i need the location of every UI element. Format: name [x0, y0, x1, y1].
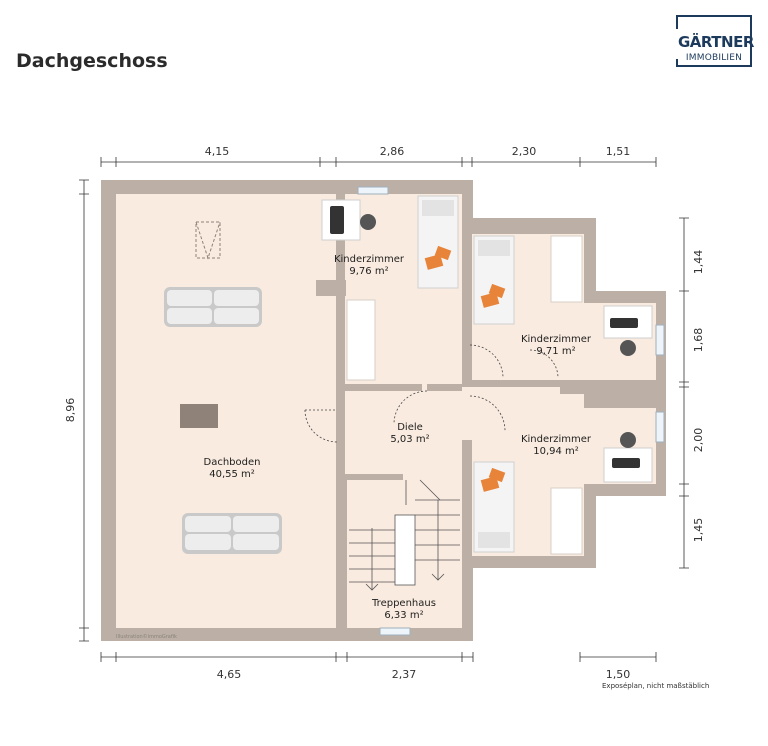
- roof-hatch: [195, 221, 221, 260]
- dim-right-4: 1,45: [692, 518, 705, 543]
- brand-logo: GÄRTNER IMMOBILIEN: [676, 15, 754, 67]
- room-label-diele: Diele: [397, 422, 423, 433]
- footnote: Exposéplan, nicht maßstäblich: [602, 682, 710, 690]
- dimension-lines: [79, 157, 689, 662]
- dim-top-2: 2,86: [380, 145, 405, 158]
- windows: [357, 186, 665, 636]
- page-title: Dachgeschoss: [16, 50, 168, 72]
- dim-top-1: 4,15: [205, 145, 230, 158]
- room-label-treppenhaus: Treppenhaus: [371, 598, 436, 609]
- dim-bottom-1: 4,65: [217, 668, 242, 681]
- logo-name: GÄRTNER: [678, 33, 754, 51]
- beds: [417, 195, 515, 553]
- room-area-kinderzimmer-3: 10,94 m²: [533, 446, 579, 457]
- logo-subtitle: IMMOBILIEN: [685, 53, 743, 63]
- dim-right-3: 2,00: [692, 428, 705, 453]
- desks: [321, 199, 653, 483]
- dim-bottom-3: 1,50: [606, 668, 631, 681]
- room-area-treppenhaus: 6,33 m²: [384, 610, 423, 621]
- chimney: [180, 404, 218, 428]
- room-area-kinderzimmer-2: 9,71 m²: [536, 346, 575, 357]
- room-label-kinderzimmer-2: Kinderzimmer: [521, 334, 592, 345]
- room-area-kinderzimmer-1: 9,76 m²: [349, 266, 388, 277]
- room-label-kinderzimmer-1: Kinderzimmer: [334, 254, 405, 265]
- room-area-dachboden: 40,55 m²: [209, 469, 255, 480]
- wardrobes: [346, 235, 583, 555]
- door-swings: [304, 344, 559, 443]
- interior-walls: [316, 194, 666, 628]
- illustration-credit: Illustration©immoGrafik: [116, 633, 177, 640]
- room-label-kinderzimmer-3: Kinderzimmer: [521, 434, 592, 445]
- dim-right-2: 1,68: [692, 328, 705, 353]
- sofa-top: [164, 287, 262, 327]
- dim-left: 8,96: [64, 398, 77, 423]
- dim-top-4: 1,51: [606, 145, 631, 158]
- sofa-bottom: [182, 513, 282, 554]
- dim-bottom-2: 2,37: [392, 668, 417, 681]
- room-label-dachboden: Dachboden: [204, 457, 261, 468]
- dim-top-3: 2,30: [512, 145, 537, 158]
- room-area-diele: 5,03 m²: [390, 434, 429, 445]
- pillows: [424, 245, 506, 492]
- dim-right-1: 1,44: [692, 250, 705, 275]
- staircase: [349, 479, 460, 591]
